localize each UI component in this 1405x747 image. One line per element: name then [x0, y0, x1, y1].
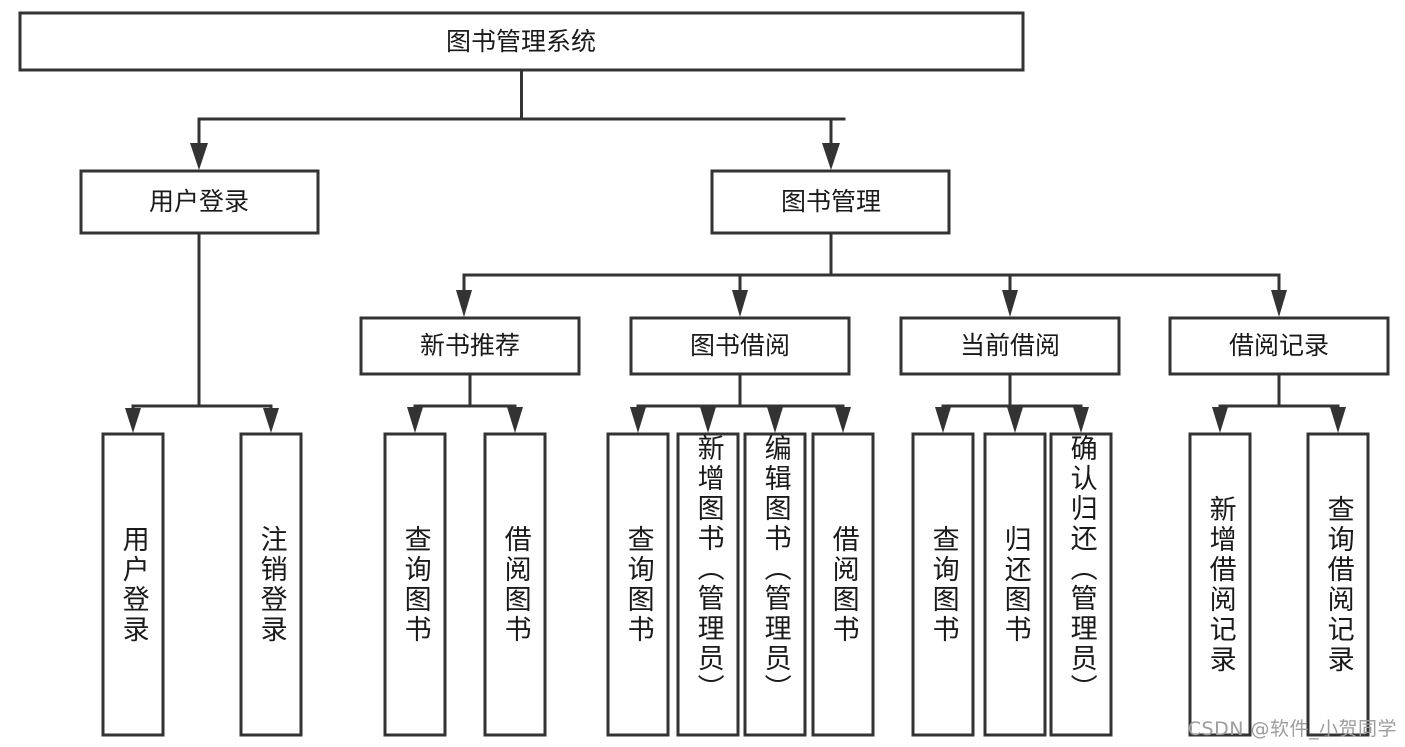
arrowhead-leaf-confirm-return — [1073, 407, 1089, 433]
node-new-book-recommend-label: 新书推荐 — [420, 331, 520, 360]
node-borrow-record[interactable]: 借阅记录 — [1168, 316, 1390, 376]
arrowhead-current-borrow — [1002, 290, 1018, 317]
arrowhead-user-login — [190, 143, 208, 170]
node-book-borrow[interactable]: 图书借阅 — [629, 316, 851, 376]
leaf-box-borrow-book-2[interactable] — [811, 432, 875, 737]
node-book-manage[interactable]: 图书管理 — [710, 169, 951, 235]
leaf-box-logout[interactable] — [239, 432, 303, 737]
arrowhead-leaf-add-book — [700, 407, 716, 433]
arrowhead-leaf-user-login — [125, 408, 141, 433]
arrowhead-leaf-query-book-2 — [630, 407, 646, 433]
arrowhead-leaf-query-book-3 — [935, 407, 951, 433]
leaf-box-group — [101, 432, 1370, 737]
node-borrow-record-box[interactable] — [1168, 316, 1390, 376]
node-current-borrow-box[interactable] — [899, 316, 1121, 376]
connector-group-book-manage — [456, 231, 1287, 317]
arrowhead-borrow-record — [1271, 290, 1287, 317]
node-new-book-recommend-box[interactable] — [359, 316, 581, 376]
node-root-box[interactable] — [18, 11, 1025, 72]
leaf-box-confirm-return[interactable] — [1049, 432, 1113, 737]
node-user-login-box[interactable] — [79, 169, 320, 235]
arrowhead-book-borrow — [732, 290, 748, 317]
leaf-box-add-record[interactable] — [1188, 432, 1252, 737]
connector-group-new-book-recommend — [407, 372, 523, 433]
arrowhead-leaf-add-record — [1212, 407, 1228, 433]
connector-group-borrow-record — [1212, 372, 1346, 433]
arrowhead-leaf-query-book-1 — [407, 407, 423, 433]
arrowhead-leaf-return-book — [1007, 407, 1023, 433]
arrowhead-leaf-edit-book — [767, 407, 783, 433]
node-current-borrow[interactable]: 当前借阅 — [899, 316, 1121, 376]
leaf-box-borrow-book-1[interactable] — [483, 432, 547, 737]
node-new-book-recommend[interactable]: 新书推荐 — [359, 316, 581, 376]
node-root-label: 图书管理系统 — [446, 27, 596, 56]
connector-group-user-login — [125, 231, 279, 433]
leaf-box-query-record[interactable] — [1306, 432, 1370, 737]
node-book-manage-box[interactable] — [710, 169, 951, 235]
arrowhead-leaf-borrow-book-2 — [835, 407, 851, 433]
leaf-box-edit-book[interactable] — [743, 432, 807, 737]
arrowhead-leaf-logout — [263, 408, 279, 433]
arrowhead-leaf-query-record — [1330, 407, 1346, 433]
arrowhead-new-book-recommend — [456, 290, 472, 317]
node-user-login-label: 用户登录 — [149, 187, 249, 216]
connector-group-current-borrow — [935, 372, 1089, 433]
connector-group-root — [190, 68, 846, 170]
node-user-login[interactable]: 用户登录 — [79, 169, 320, 235]
node-book-manage-label: 图书管理 — [781, 187, 881, 216]
node-book-borrow-box[interactable] — [629, 316, 851, 376]
leaf-box-user-login[interactable] — [101, 432, 165, 737]
node-current-borrow-label: 当前借阅 — [960, 331, 1060, 360]
leaf-box-return-book[interactable] — [983, 432, 1047, 737]
leaf-box-query-book-2[interactable] — [606, 432, 670, 737]
node-root[interactable]: 图书管理系统 — [18, 11, 1025, 72]
node-book-borrow-label: 图书借阅 — [690, 331, 790, 360]
node-borrow-record-label: 借阅记录 — [1229, 331, 1329, 360]
leaf-box-add-book[interactable] — [676, 432, 740, 737]
arrowhead-book-manage — [822, 143, 840, 170]
leaf-box-query-book-3[interactable] — [911, 432, 975, 737]
connector-group-book-borrow — [630, 372, 851, 433]
arrowhead-leaf-borrow-book-1 — [507, 407, 523, 433]
leaf-box-query-book-1[interactable] — [383, 432, 447, 737]
